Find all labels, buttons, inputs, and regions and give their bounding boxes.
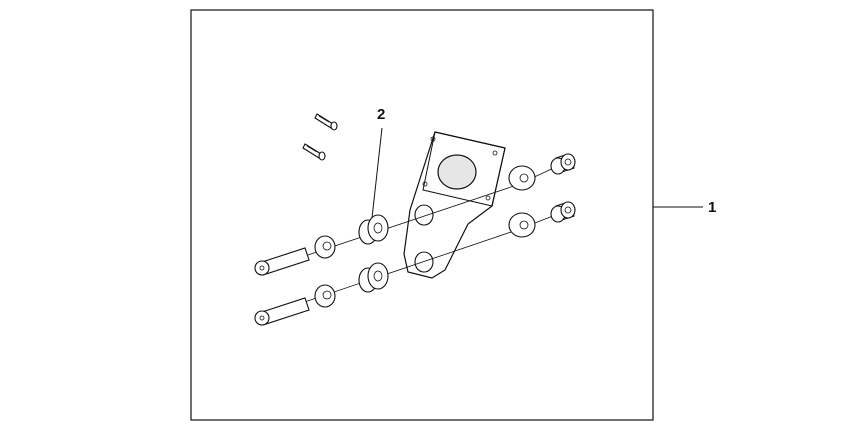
assembly-axis-upper (277, 184, 518, 266)
grommet-upper (358, 214, 389, 245)
small-screw-upper (314, 113, 338, 131)
washer-right-upper (508, 165, 536, 191)
spacer-right-lower (550, 201, 576, 223)
bracket-center-hole (437, 154, 477, 190)
bracket-lower-hole (414, 251, 434, 273)
washer-right-lower (508, 212, 536, 238)
diagram-frame (190, 9, 654, 421)
spacer-right-upper (550, 153, 576, 175)
washer-left-upper (314, 235, 336, 259)
callout-number-grommet: 2 (377, 106, 386, 123)
callout-number-assembly: 1 (708, 199, 717, 216)
small-screw-lower (302, 143, 326, 161)
leader-line-2 (371, 127, 383, 219)
assembly-axis-lower (277, 229, 518, 312)
grommet-lower (358, 262, 389, 293)
long-bolt-upper (254, 247, 310, 276)
bracket-upper-hole (414, 204, 434, 226)
mounting-bracket (403, 131, 506, 279)
washer-left-lower (314, 284, 336, 308)
long-bolt-lower (254, 297, 310, 326)
